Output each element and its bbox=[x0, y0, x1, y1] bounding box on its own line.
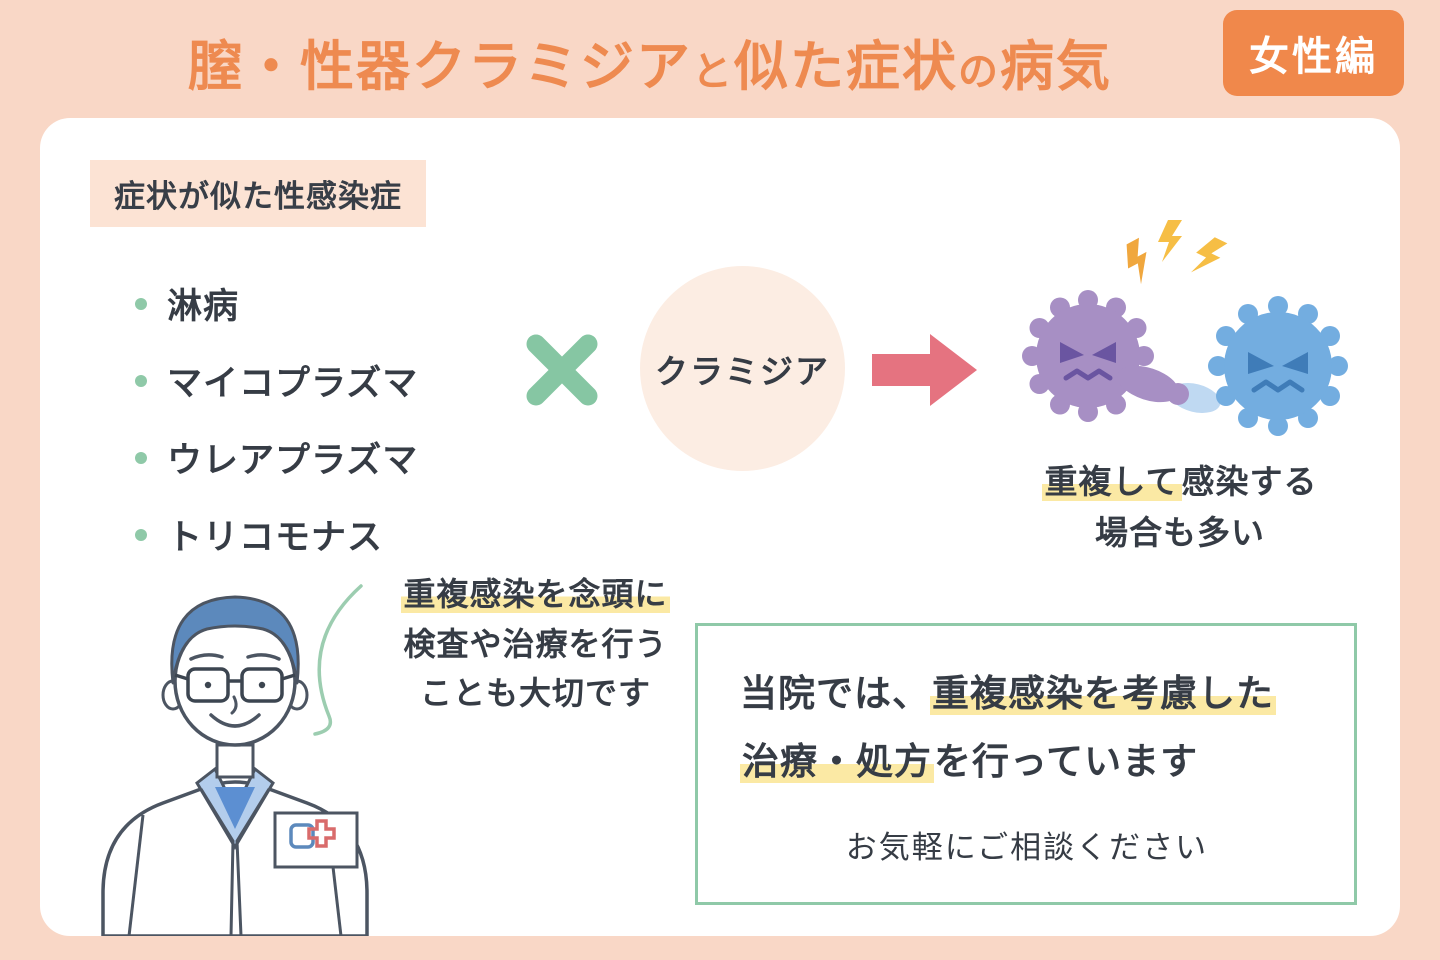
spark-icon bbox=[1158, 220, 1182, 262]
title-part: 膣・性器クラミジア bbox=[188, 35, 692, 98]
disease-label: 淋病 bbox=[167, 287, 240, 327]
title-part: の bbox=[958, 49, 1000, 95]
notice-footer: お気軽にご相談ください bbox=[845, 830, 1209, 867]
disease-label: トリコモナス bbox=[167, 518, 384, 558]
doctor-illustration bbox=[85, 563, 385, 940]
doctor-note-line-1: 重複感染を念頭に bbox=[401, 575, 670, 613]
edition-badge: 女性編 bbox=[1223, 10, 1404, 96]
virus-illustration bbox=[988, 216, 1378, 485]
chlamydia-circle: クラミジア bbox=[640, 266, 845, 471]
doctor-note-line-2: 検査や治療を行う bbox=[403, 624, 668, 663]
virus-purple-icon bbox=[1022, 290, 1189, 422]
title-part: 似た症状 bbox=[734, 35, 958, 98]
disease-list: 淋病 マイコプラズマ ウレアプラズマ トリコモナス bbox=[135, 278, 418, 586]
chlamydia-label: クラミジア bbox=[655, 351, 830, 391]
list-item: 淋病 bbox=[135, 278, 418, 329]
doctor-note-line-3: ことも大切です bbox=[419, 674, 651, 713]
title-part: と bbox=[692, 49, 734, 95]
notice-line-2: 治療・処方を行っています bbox=[740, 740, 1199, 784]
notice-line-1: 当院では、重複感染を考慮した bbox=[740, 672, 1276, 715]
disease-label: マイコプラズマ bbox=[167, 364, 419, 404]
speech-leader-line bbox=[295, 580, 375, 754]
notice-box: 当院では、重複感染を考慮した 治療・処方を行っています お気軽にご相談ください bbox=[695, 623, 1357, 905]
bullet-dot-icon bbox=[135, 528, 147, 541]
caption-rest: 感染する bbox=[1181, 462, 1318, 501]
spark-icon bbox=[1126, 237, 1147, 285]
bullet-dot-icon bbox=[135, 451, 147, 464]
disease-label: ウレアプラズマ bbox=[167, 441, 419, 481]
page-title: 膣・性器クラミジアと似た症状の病気 bbox=[0, 22, 1300, 101]
bullet-dot-icon bbox=[135, 374, 147, 387]
arrow-right-icon bbox=[872, 330, 977, 414]
coinfection-caption: 重複して感染する 場合も多い bbox=[980, 456, 1380, 558]
list-item: マイコプラズマ bbox=[135, 355, 418, 406]
section-label: 症状が似た性感染症 bbox=[90, 160, 426, 227]
virus-blue-icon bbox=[1208, 296, 1348, 436]
title-part: 病気 bbox=[1000, 35, 1112, 98]
caption-line-2: 場合も多い bbox=[1095, 513, 1265, 553]
glasses-icon bbox=[174, 667, 296, 703]
list-item: トリコモナス bbox=[135, 509, 418, 560]
clinic-logo-icon bbox=[289, 819, 336, 849]
spark-icon bbox=[1190, 237, 1228, 273]
main-card: 症状が似た性感染症 淋病 マイコプラズマ ウレアプラズマ トリコモナス クラミジ… bbox=[40, 118, 1400, 938]
list-item: ウレアプラズマ bbox=[135, 432, 418, 483]
multiply-icon bbox=[520, 328, 604, 416]
bullet-dot-icon bbox=[135, 297, 147, 310]
doctor-note: 重複感染を念頭に 検査や治療を行う ことも大切です bbox=[348, 570, 723, 719]
caption-highlight: 重複して bbox=[1042, 462, 1182, 501]
caption-line-1: 重複して感染する bbox=[980, 456, 1380, 507]
